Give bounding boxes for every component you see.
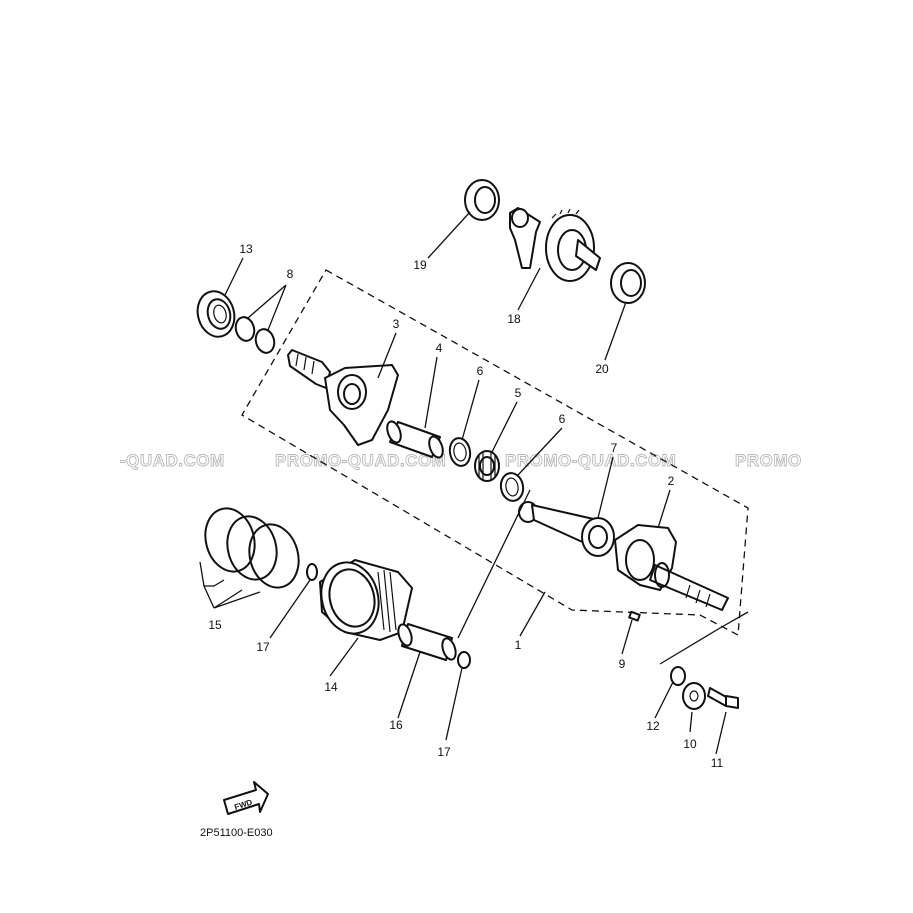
forward-arrow: FWD (223, 781, 269, 815)
callout-4: 4 (436, 341, 443, 355)
callout-16: 16 (389, 718, 403, 732)
callouts: 13 8 3 4 6 5 6 7 2 19 18 20 15 17 14 16 … (208, 242, 723, 770)
watermark: -QUAD.COM PROMO-QUAD.COM PROMO-QUAD.COM … (120, 451, 802, 471)
leader-lines (199, 211, 749, 755)
watermark-middle: PROMO-QUAD.COM (275, 451, 446, 470)
crankshaft-left-3 (287, 349, 399, 446)
callout-5: 5 (515, 386, 522, 400)
callout-17-right: 17 (437, 745, 451, 759)
callout-17-left: 17 (256, 640, 270, 654)
callout-1: 1 (515, 638, 522, 652)
bearing-19 (464, 179, 500, 221)
washer-6-upper (448, 437, 472, 467)
watermark-edge: PROMO (735, 451, 802, 470)
callout-20: 20 (595, 362, 609, 376)
washer-6-lower (499, 472, 525, 502)
washer-12 (670, 666, 686, 686)
circlip-17-left (306, 563, 318, 581)
callout-15: 15 (208, 618, 222, 632)
callout-12: 12 (646, 719, 660, 733)
crank-pin-4 (386, 420, 444, 459)
shim-8 (234, 316, 276, 354)
callout-9: 9 (619, 657, 626, 671)
needle-bearing-5 (474, 450, 500, 482)
circlip-17-right (457, 651, 471, 669)
callout-8: 8 (287, 267, 294, 281)
connecting-rod-7 (518, 501, 615, 557)
bearing-13 (196, 290, 236, 338)
bolt-11 (707, 687, 739, 709)
callout-19: 19 (413, 258, 427, 272)
key-9 (628, 610, 641, 622)
plate-washer-10 (682, 682, 706, 710)
balancer-18 (509, 207, 601, 282)
watermark-right: PROMO-QUAD.COM (505, 451, 676, 470)
callout-14: 14 (324, 680, 338, 694)
callout-2: 2 (668, 474, 675, 488)
callout-13: 13 (239, 242, 253, 256)
callout-10: 10 (683, 737, 697, 751)
callout-6-upper: 6 (477, 364, 484, 378)
diagram-code: 2P51100-E030 (200, 827, 273, 839)
piston-pin-16 (397, 623, 457, 661)
callout-3: 3 (393, 317, 400, 331)
piston-14 (319, 559, 413, 641)
bearing-20 (610, 262, 646, 304)
callout-11: 11 (711, 756, 724, 770)
callout-18: 18 (507, 312, 521, 326)
watermark-left: -QUAD.COM (120, 451, 225, 470)
assembly-boundary (241, 269, 749, 637)
piston-rings-15 (204, 507, 300, 589)
crankshaft-right-2 (614, 524, 729, 611)
callout-6-lower: 6 (559, 412, 566, 426)
callout-7: 7 (611, 441, 618, 455)
